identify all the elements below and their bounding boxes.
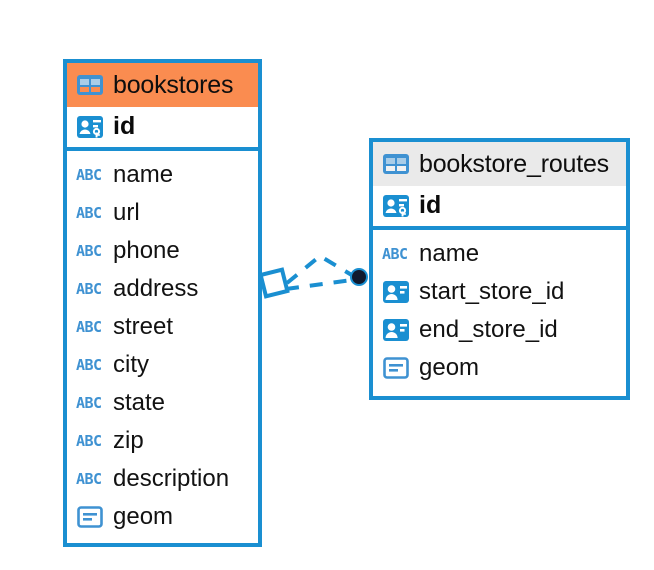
field-label: zip (113, 427, 144, 454)
relationship-line-lower (285, 278, 353, 291)
field-row[interactable]: ABC zip (76, 422, 250, 460)
table-icon (76, 73, 104, 97)
foreign-key-icon (382, 279, 410, 305)
field-label: url (113, 199, 140, 226)
field-label: phone (113, 237, 180, 264)
abc-text-icon: ABC (76, 469, 102, 488)
field-row[interactable]: geom (382, 349, 618, 387)
abc-text-icon: ABC (76, 165, 102, 184)
field-label: state (113, 389, 166, 416)
primary-key-label: id (113, 112, 136, 140)
field-list: ABC name ABC url ABC phone ABC address A… (67, 151, 258, 542)
field-label: city (113, 351, 149, 378)
abc-text-icon: ABC (76, 393, 102, 412)
abc-text-icon: ABC (76, 241, 102, 260)
field-row[interactable]: ABC phone (76, 232, 250, 270)
primary-key-icon (76, 114, 104, 140)
field-row[interactable]: ABC state (76, 384, 250, 422)
field-label: geom (113, 503, 174, 530)
field-label: name (419, 240, 480, 267)
field-row[interactable]: ABC name (382, 235, 618, 273)
abc-text-icon: ABC (76, 431, 102, 450)
abc-text-icon: ABC (382, 244, 408, 263)
field-row[interactable]: ABC city (76, 346, 250, 384)
primary-key-label: id (419, 191, 442, 219)
field-label: name (113, 161, 174, 188)
primary-key-row[interactable]: id (373, 186, 626, 230)
abc-text-icon: ABC (76, 203, 102, 222)
geometry-icon (76, 504, 104, 530)
field-list: ABC name start_store_id (373, 230, 626, 393)
field-label: start_store_id (419, 278, 565, 305)
field-row[interactable]: ABC url (76, 194, 250, 232)
foreign-key-icon (382, 317, 410, 343)
entity-title: bookstore_routes (419, 149, 609, 178)
table-icon (382, 152, 410, 176)
field-row[interactable]: ABC street (76, 308, 250, 346)
primary-key-icon (382, 193, 410, 219)
field-row[interactable]: ABC address (76, 270, 250, 308)
field-row[interactable]: ABC description (76, 460, 250, 498)
field-row[interactable]: start_store_id (382, 273, 618, 311)
entity-header-bookstores[interactable]: bookstores (67, 63, 258, 107)
field-row[interactable]: geom (76, 498, 250, 536)
relationship-dot-marker (350, 268, 368, 286)
field-label: description (113, 465, 230, 492)
entity-header-bookstore-routes[interactable]: bookstore_routes (373, 142, 626, 186)
entity-table-bookstores[interactable]: bookstores id ABC name (63, 59, 262, 547)
field-label: geom (419, 354, 480, 381)
entity-title: bookstores (113, 70, 234, 99)
relationship-diamond-marker (258, 267, 290, 299)
geometry-icon (382, 355, 410, 381)
field-label: address (113, 275, 199, 302)
abc-text-icon: ABC (76, 355, 102, 374)
field-row[interactable]: end_store_id (382, 311, 618, 349)
primary-key-row[interactable]: id (67, 107, 258, 151)
abc-text-icon: ABC (76, 279, 102, 298)
abc-text-icon: ABC (76, 317, 102, 336)
entity-table-bookstore-routes[interactable]: bookstore_routes id ABC (369, 138, 630, 400)
field-label: street (113, 313, 174, 340)
field-row[interactable]: ABC name (76, 156, 250, 194)
field-label: end_store_id (419, 316, 558, 343)
relationship-line-upper (285, 253, 357, 285)
